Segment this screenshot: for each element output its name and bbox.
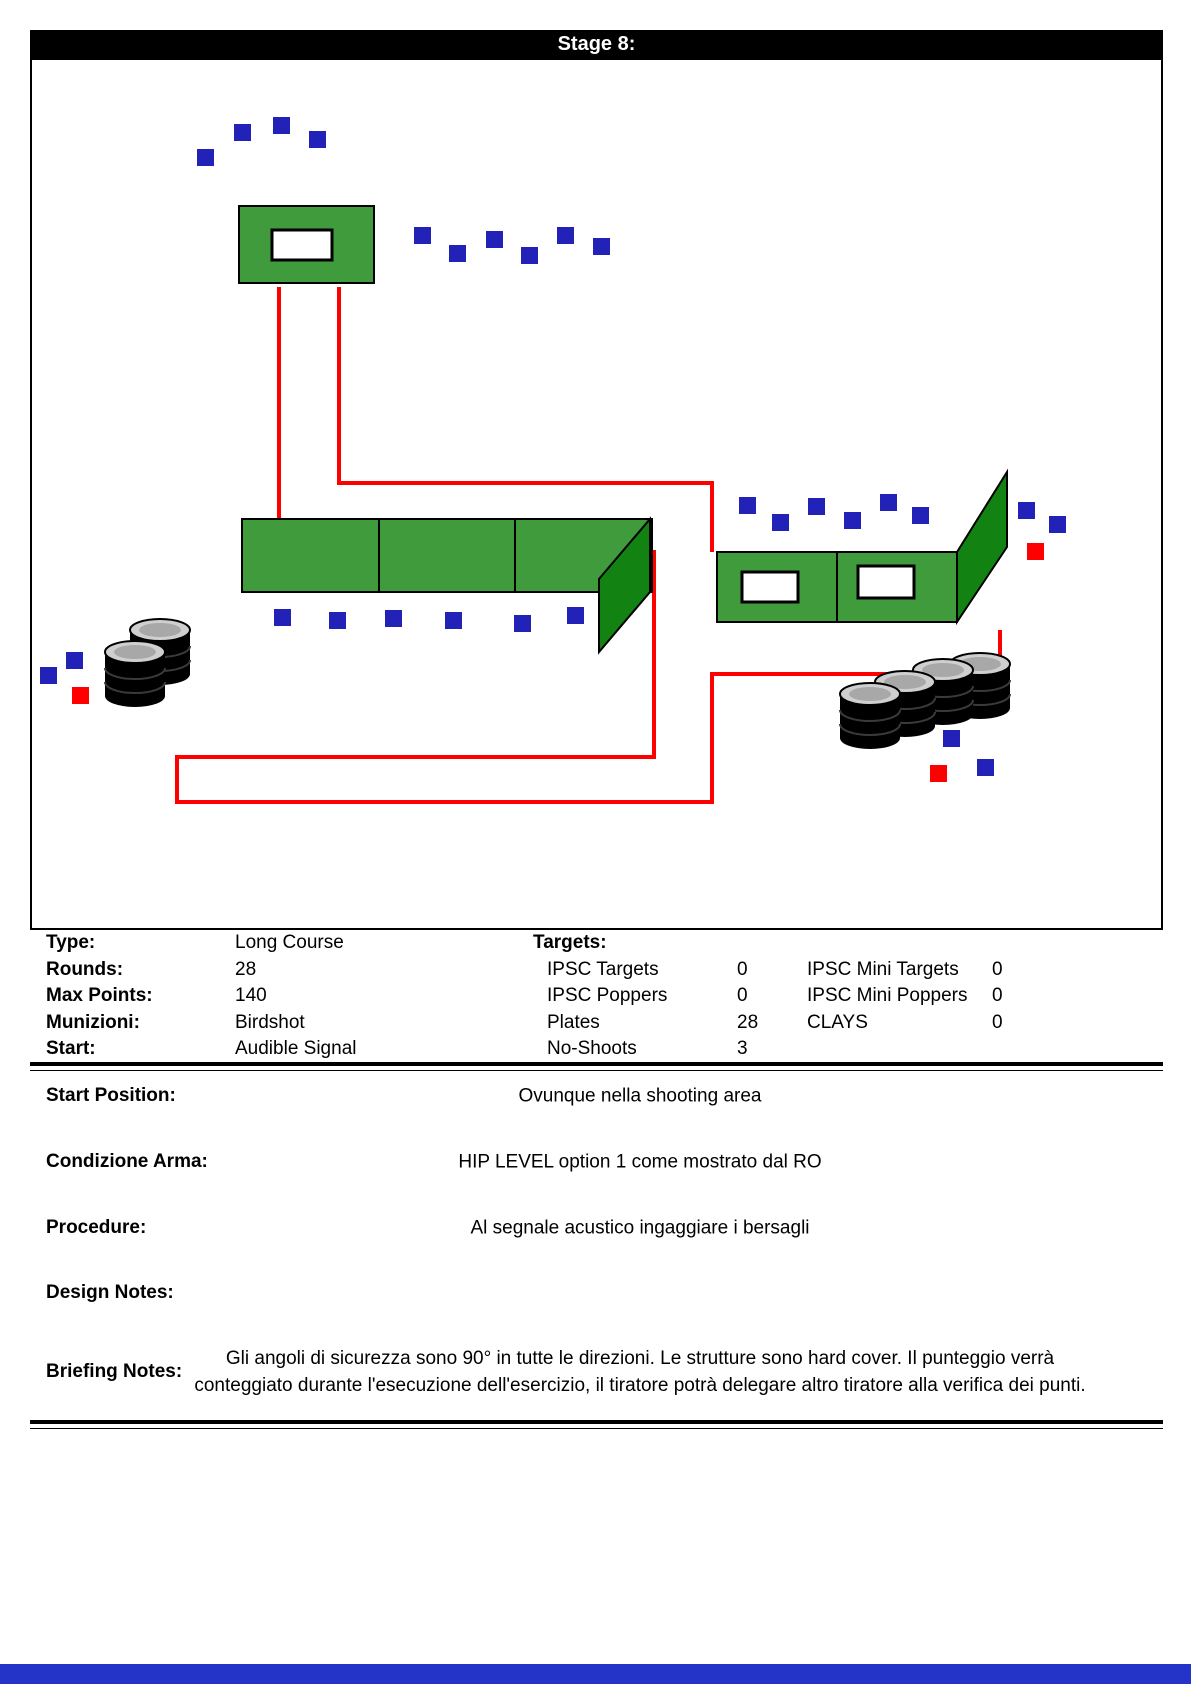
plate-target — [557, 227, 574, 244]
plate-target — [1018, 502, 1035, 519]
note-text: Ovunque nella shooting area — [518, 1085, 762, 1107]
plate-target — [40, 667, 57, 684]
info-label: Max Points: — [46, 985, 153, 1006]
plate-target — [514, 615, 531, 632]
plate-target — [309, 131, 326, 148]
stage-diagram — [40, 117, 1066, 804]
info-label: Munizioni: — [46, 1011, 140, 1033]
plate-target — [449, 245, 466, 262]
barrel-ribs — [104, 667, 166, 694]
note-row-design-notes: Design Notes: — [30, 1273, 1163, 1313]
info-value: Long Course — [235, 932, 344, 953]
info-label: CLAYS — [807, 1011, 868, 1033]
note-label: Procedure: — [46, 1217, 147, 1238]
info-label: IPSC Mini Poppers — [807, 985, 968, 1006]
no-shoot-target — [1027, 543, 1044, 560]
stage-diagram-frame — [30, 58, 1163, 930]
plate-target — [977, 759, 994, 776]
section-divider-top — [30, 1062, 1163, 1071]
plate-target — [567, 607, 584, 624]
info-value: 0 — [737, 958, 748, 980]
info-row: Max Points: 140 IPSC Poppers 0 IPSC Mini Pop… — [30, 985, 1163, 1012]
info-row: Munizioni: Birdshot Plates 28 CLAYS 0 — [30, 1012, 1163, 1039]
info-label: Plates — [547, 1011, 600, 1033]
plate-target — [808, 498, 825, 515]
plate-target — [844, 512, 861, 529]
info-value: 0 — [737, 985, 748, 1006]
plate-target — [385, 610, 402, 627]
plate-target — [593, 238, 610, 255]
plate-target — [521, 247, 538, 264]
note-label: Start Position: — [46, 1085, 176, 1106]
note-label: Condizione Arma: — [46, 1151, 208, 1172]
info-value: Birdshot — [235, 1011, 305, 1033]
note-label: Briefing Notes: — [46, 1361, 183, 1382]
plate-target — [943, 730, 960, 747]
plate-target — [66, 652, 83, 669]
info-value: 0 — [992, 958, 1003, 980]
barrel-lid-inner — [139, 623, 181, 637]
no-shoot-target — [930, 765, 947, 782]
info-label: Type: — [46, 932, 96, 953]
note-label: Design Notes: — [46, 1282, 174, 1303]
wall-port — [270, 228, 334, 262]
stage-title: Stage 8: — [557, 32, 636, 55]
barrel-ribs — [839, 709, 901, 736]
wall-port — [856, 564, 916, 600]
angled-wall-panel — [956, 468, 1008, 626]
plate-target — [329, 612, 346, 629]
info-value: 0 — [992, 1011, 1003, 1033]
info-row: Type: Long Course Targets: — [30, 932, 1163, 959]
section-divider-bottom — [30, 1420, 1163, 1429]
plate-target — [880, 494, 897, 511]
info-value: 0 — [992, 985, 1003, 1006]
info-label: Targets: — [533, 932, 607, 953]
plate-target — [912, 507, 929, 524]
info-value: 28 — [737, 1011, 759, 1033]
info-value: Audible Signal — [235, 1038, 357, 1059]
info-label: No-Shoots — [547, 1038, 637, 1059]
footer-bar — [0, 1664, 1191, 1684]
plate-target — [274, 609, 291, 626]
plate-target — [414, 227, 431, 244]
note-text: Gli angoli di sicurezza sono 90° in tutt… — [194, 1348, 1086, 1396]
plate-target — [445, 612, 462, 629]
note-text: Al segnale acustico ingaggiare i bersagl… — [470, 1217, 810, 1239]
info-label: IPSC Targets — [547, 958, 659, 980]
plate-target — [1049, 516, 1066, 533]
note-row-procedure: Procedure: Al segnale acustico ingaggiare… — [30, 1208, 1163, 1248]
barrel-lid-inner — [922, 663, 964, 677]
info-value: 3 — [737, 1038, 748, 1059]
barrel-lid-inner — [849, 687, 891, 701]
info-label: IPSC Mini Targets — [807, 958, 959, 980]
info-label: Rounds: — [46, 958, 124, 980]
angled-wall-panel — [598, 516, 651, 655]
plate-target — [739, 497, 756, 514]
note-row-condizione-arma: Condizione Arma: HIP LEVEL option 1 come … — [30, 1142, 1163, 1182]
wall — [241, 518, 653, 593]
stage-title-bar: Stage 8: — [30, 30, 1163, 58]
note-row-briefing-notes: Briefing Notes: Gli angoli di sicurezza s… — [30, 1320, 1163, 1424]
info-label: IPSC Poppers — [547, 985, 668, 1006]
info-row: Rounds: 28 IPSC Targets 0 IPSC Mini Targets 0 — [30, 959, 1163, 986]
wall-port — [740, 570, 800, 604]
plate-target — [197, 149, 214, 166]
stage-info-table: Type: Long Course Targets: Rounds: 28 IPSC Ta… — [30, 932, 1163, 1065]
plate-target — [772, 514, 789, 531]
info-label: Start: — [46, 1038, 96, 1059]
info-row: Start: Audible Signal No-Shoots 3 — [30, 1038, 1163, 1065]
barrel-lid-inner — [884, 675, 926, 689]
barrel-lid-inner — [114, 645, 156, 659]
note-text: HIP LEVEL option 1 come mostrato dal RO — [458, 1151, 822, 1173]
plate-target — [273, 117, 290, 134]
no-shoot-target — [72, 687, 89, 704]
plate-target — [234, 124, 251, 141]
plate-target — [486, 231, 503, 248]
info-value: 28 — [235, 958, 257, 980]
info-value: 140 — [235, 985, 267, 1006]
note-row-start-position: Start Position: Ovunque nella shooting ar… — [30, 1076, 1163, 1116]
